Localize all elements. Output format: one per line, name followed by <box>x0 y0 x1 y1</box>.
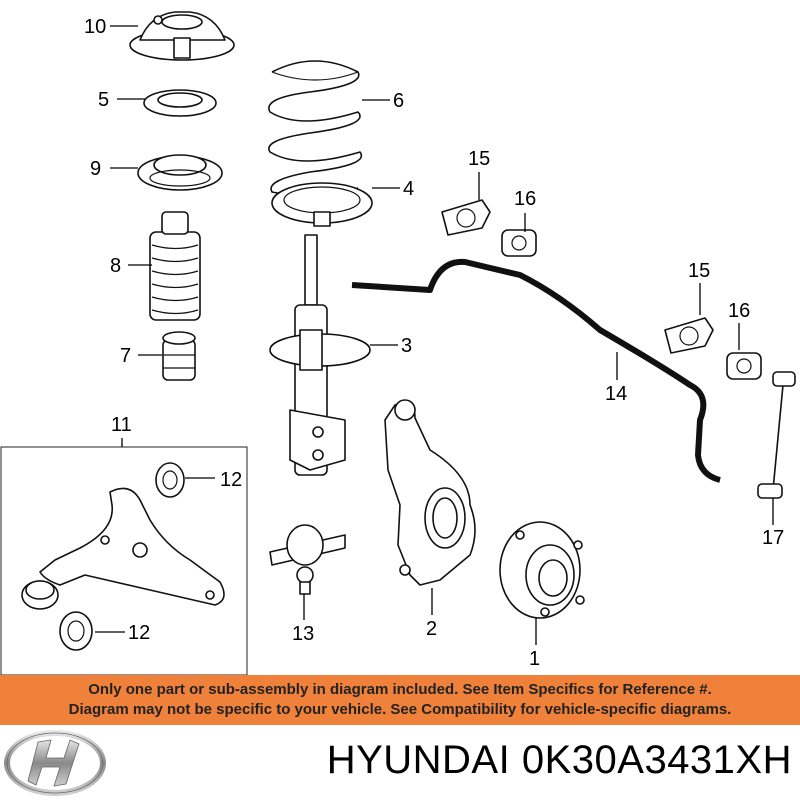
spring-insulator-part <box>271 182 373 227</box>
callout-6: 6 <box>393 90 404 112</box>
callout-8: 8 <box>110 255 121 277</box>
callout-10: 10 <box>84 16 106 38</box>
callout-12-lower: 12 <box>128 622 150 644</box>
part-number: 0K30A3431XH <box>521 738 792 782</box>
callout-labels: 1 2 3 4 5 6 7 8 9 10 11 12 12 13 14 15 1… <box>84 16 784 670</box>
bump-stop-part <box>162 331 196 381</box>
callout-11: 11 <box>111 414 132 436</box>
stabilizer-bushing-part-right <box>664 317 714 354</box>
callout-1: 1 <box>529 648 540 670</box>
parts-diagram: 1 2 3 4 5 6 7 8 9 10 11 12 12 13 14 15 1… <box>0 11 796 675</box>
callout-5: 5 <box>98 89 109 111</box>
callout-16-left: 16 <box>514 188 536 210</box>
hyundai-logo-icon <box>4 730 106 796</box>
dust-boot-part <box>149 211 201 321</box>
callout-14: 14 <box>605 383 627 405</box>
ball-joint-part <box>269 524 346 595</box>
callout-15-right: 15 <box>688 260 710 282</box>
spring-seat-upper-part <box>137 154 223 191</box>
callout-4: 4 <box>403 178 414 200</box>
bushing-part-upper <box>155 462 185 498</box>
notice-line-1: Only one part or sub-assembly in diagram… <box>88 681 712 698</box>
bushing-part-lower <box>59 611 93 651</box>
stabilizer-bar-part <box>351 258 721 483</box>
callout-16-right: 16 <box>728 300 750 322</box>
notice-banner: Only one part or sub-assembly in diagram… <box>0 675 800 725</box>
control-arm-group-frame <box>0 446 248 675</box>
control-arm-bushing-front <box>21 580 59 610</box>
strut-assembly-part <box>269 234 371 476</box>
leader-lines <box>95 25 774 645</box>
coil-spring-part <box>268 60 363 196</box>
stabilizer-link-part <box>757 371 796 499</box>
bearing-part <box>143 89 217 117</box>
brand-name: HYUNDAI <box>326 738 511 782</box>
brand-part-number: HYUNDAI 0K30A3431XH <box>327 738 792 783</box>
notice-line-2: Diagram may not be specific to your vehi… <box>68 701 732 718</box>
stabilizer-bracket-part-left <box>501 229 537 257</box>
stabilizer-bushing-part-left <box>441 199 491 236</box>
callout-3: 3 <box>401 335 412 357</box>
wheel-hub-part <box>499 521 585 619</box>
callout-15-left: 15 <box>468 148 490 170</box>
steering-knuckle-part <box>384 399 476 586</box>
callout-7: 7 <box>120 345 131 367</box>
stabilizer-bracket-part-right <box>726 352 762 380</box>
callout-13: 13 <box>292 623 314 645</box>
callout-9: 9 <box>90 158 101 180</box>
callout-17: 17 <box>762 527 784 549</box>
callout-2: 2 <box>426 618 437 640</box>
strut-mount-part <box>129 11 235 61</box>
lower-control-arm-part <box>39 487 225 606</box>
callout-12-upper: 12 <box>220 469 242 491</box>
